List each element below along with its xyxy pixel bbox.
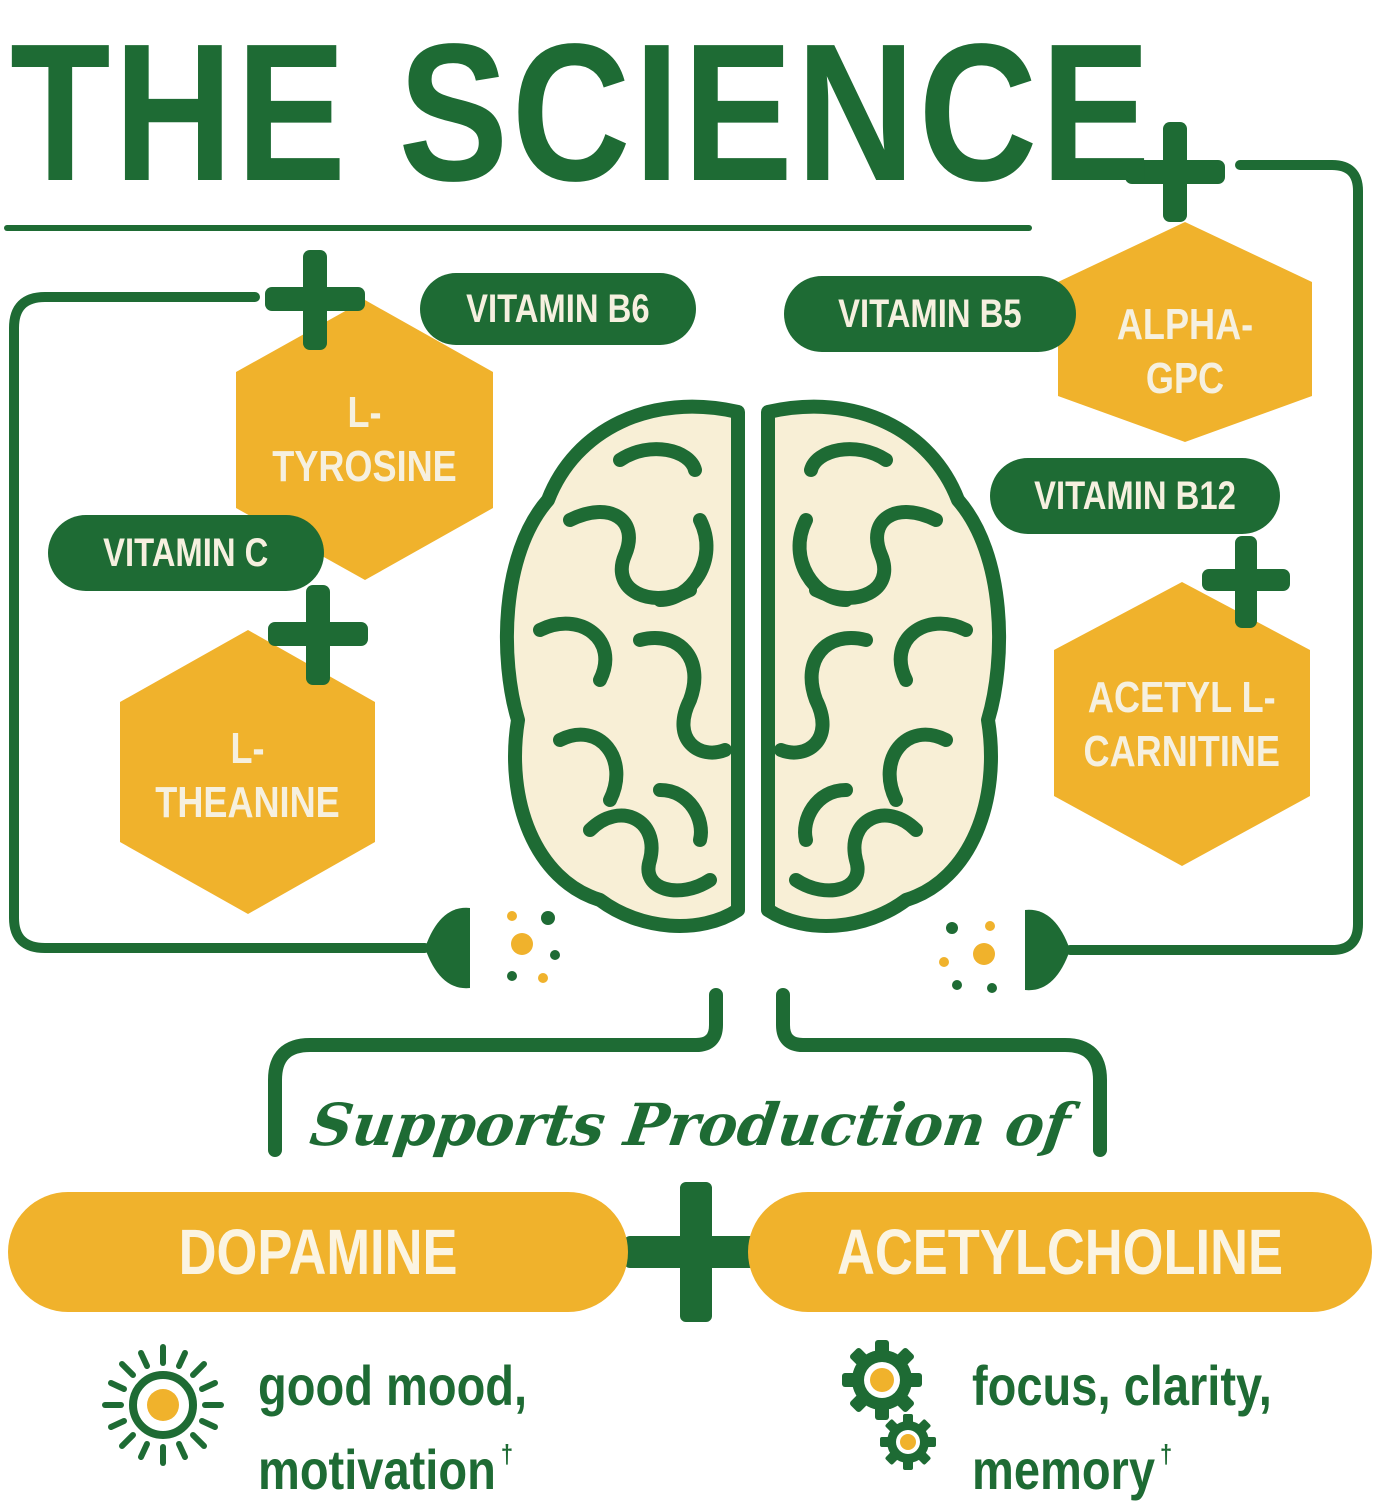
vitamin-c-label: VITAMIN C: [103, 530, 269, 575]
vitamin-b6-label: VITAMIN B6: [466, 286, 650, 331]
right-receptor-shape: [1025, 909, 1070, 991]
plus-icon: [268, 585, 368, 685]
benefit-text: memory: [972, 1438, 1156, 1501]
left-receptor-shape: [425, 907, 470, 989]
right-connector-line: [1065, 160, 1363, 955]
left-molecule-dots: [507, 911, 560, 983]
dopamine-pill: DOPAMINE: [8, 1192, 628, 1312]
acetyl-l-carnitine-label: ACETYL L- CARNITINE: [1054, 660, 1310, 790]
dagger-mark: †: [1160, 1439, 1173, 1469]
right-molecule-dots: [939, 921, 997, 993]
benefit-line: memory†: [972, 1420, 1272, 1504]
vitamin-b5-label: VITAMIN B5: [838, 291, 1022, 336]
l-tyrosine-label: L-TYROSINE: [236, 388, 493, 491]
benefit-line: motivation†: [258, 1420, 527, 1504]
sun-icon: [102, 1344, 224, 1466]
l-theanine-text: L-THEANINE: [155, 724, 340, 827]
brain-icon: [499, 399, 1007, 933]
vitamin-b5-pill: VITAMIN B5: [784, 276, 1076, 352]
production-bracket: [268, 988, 1107, 1157]
dopamine-label: DOPAMINE: [178, 1216, 458, 1288]
vitamin-b6-pill: VITAMIN B6: [420, 273, 696, 345]
vitamin-b12-pill: VITAMIN B12: [990, 458, 1280, 534]
vitamin-c-pill: VITAMIN C: [48, 515, 324, 591]
plus-icon: [1202, 536, 1290, 628]
alpha-gpc-text: ALPHA-GPC: [1116, 300, 1254, 403]
plus-icon: [1125, 122, 1225, 222]
l-theanine-label: L-THEANINE: [120, 724, 375, 827]
acetyl-l-carnitine-text: ACETYL L- CARNITINE: [1083, 673, 1281, 776]
benefit-text: motivation: [258, 1438, 496, 1501]
page-title: THE SCIENCE: [10, 3, 1154, 222]
alpha-gpc-hexagon: [1058, 222, 1312, 442]
dopamine-benefits: good mood, motivation†: [258, 1352, 578, 1504]
title-underline: [4, 225, 1032, 231]
benefit-line: focus, clarity,: [972, 1354, 1272, 1417]
acetyl-l-carnitine-hexagon: [1054, 582, 1310, 866]
benefit-line: good mood,: [258, 1354, 528, 1417]
acetylcholine-benefits: focus, clarity, memory†: [972, 1352, 1329, 1504]
alpha-gpc-label: ALPHA-GPC: [1058, 300, 1312, 403]
acetylcholine-pill: ACETYLCHOLINE: [748, 1192, 1372, 1312]
l-tyrosine-hexagon: [236, 300, 493, 580]
vitamin-b12-label: VITAMIN B12: [1034, 473, 1236, 518]
plus-icon: [265, 250, 365, 350]
dagger-mark: †: [500, 1439, 514, 1469]
acetylcholine-label: ACETYLCHOLINE: [836, 1216, 1284, 1288]
supports-production-text: Supports Production of: [306, 1091, 1075, 1159]
left-connector-line: [9, 292, 430, 953]
l-theanine-hexagon: [120, 630, 375, 914]
l-tyrosine-text: L-TYROSINE: [272, 388, 457, 491]
plus-icon: [616, 1174, 776, 1330]
supports-production-heading: Supports Production of: [306, 1080, 1074, 1170]
gears-icon: [842, 1340, 936, 1470]
